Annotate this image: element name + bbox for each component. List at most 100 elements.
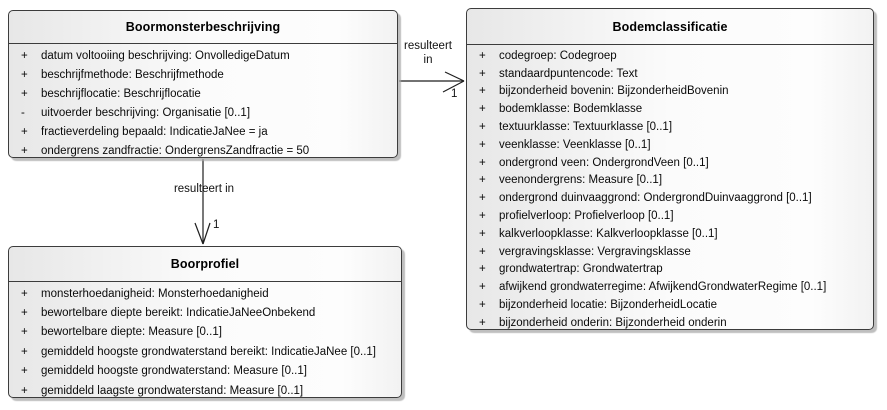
visibility-sign: + — [21, 384, 28, 397]
visibility-sign: + — [479, 316, 486, 329]
visibility-sign: + — [21, 68, 28, 81]
attribute-text: kalkverloopklasse: Kalkverloopklasse [0.… — [499, 227, 718, 240]
attribute-text: ondergrond duinvaaggrond: OndergrondDuin… — [499, 192, 812, 205]
attribute-row[interactable]: + veenklasse: Veenklasse [0..1] — [467, 136, 873, 154]
attribute-text: uitvoerder beschrijving: Organisatie [0.… — [41, 106, 251, 119]
multiplicity-bodemclassificatie: 1 — [451, 88, 458, 100]
class-box-boorprofiel[interactable]: Boorprofiel + monsterhoedanigheid: Monst… — [8, 246, 402, 398]
attribute-row[interactable]: + bijzonderheid onderin: Bijzonderheid o… — [467, 314, 873, 332]
visibility-sign: + — [21, 49, 28, 62]
visibility-sign: + — [21, 307, 28, 320]
association-label-line2: in — [423, 54, 433, 66]
attribute-text: standaardpuntencode: Text — [499, 67, 638, 80]
attribute-text: bijzonderheid bovenin: BijzonderheidBove… — [499, 85, 729, 98]
attribute-row[interactable]: + ondergrond duinvaaggrond: OndergrondDu… — [467, 189, 873, 207]
attribute-text: bodemklasse: Bodemklasse — [499, 103, 643, 116]
attribute-text: grondwatertrap: Grondwatertrap — [499, 263, 663, 276]
class-box-bodemclassificatie[interactable]: Bodemclassificatie + codegroep: Codegroe… — [466, 8, 874, 330]
attribute-row[interactable]: + bijzonderheid bovenin: BijzonderheidBo… — [467, 83, 873, 101]
association-label-line1: resulteert — [404, 40, 452, 52]
attribute-row[interactable]: + gemiddeld laagste grondwaterstand: Mea… — [9, 381, 401, 400]
association-label-resulteert-in-top: resulteert in — [398, 39, 458, 67]
attribute-text: fractieverdeling bepaald: IndicatieJaNee… — [41, 125, 268, 138]
attribute-text: afwijkend grondwaterregime: AfwijkendGro… — [499, 281, 827, 294]
visibility-sign: + — [21, 145, 28, 158]
attribute-text: datum voltooiing beschrijving: Onvolledi… — [41, 49, 290, 62]
visibility-sign: + — [479, 67, 486, 80]
attribute-text: ondergrens zandfractie: OndergrensZandfr… — [41, 145, 310, 158]
attribute-row[interactable]: + fractieverdeling bepaald: IndicatieJaN… — [9, 122, 397, 141]
attribute-text: textuurklasse: Textuurklasse [0..1] — [499, 121, 673, 134]
visibility-sign: + — [479, 49, 486, 62]
attribute-text: bewortelbare diepte bereikt: IndicatieJa… — [41, 307, 316, 320]
attribute-compartment: + codegroep: Codegroep + standaardpunten… — [467, 45, 873, 332]
attribute-row[interactable]: + monsterhoedanigheid: Monsterhoedanighe… — [9, 284, 401, 303]
visibility-sign: + — [479, 156, 486, 169]
visibility-sign: + — [21, 125, 28, 138]
attribute-row[interactable]: - uitvoerder beschrijving: Organisatie [… — [9, 103, 397, 122]
attribute-text: codegroep: Codegroep — [499, 49, 617, 62]
attribute-row[interactable]: + bewortelbare diepte: Measure [0..1] — [9, 323, 401, 342]
multiplicity-boorprofiel: 1 — [213, 219, 220, 231]
attribute-text: gemiddeld laagste grondwaterstand: Measu… — [41, 384, 304, 397]
attribute-row[interactable]: + textuurklasse: Textuurklasse [0..1] — [467, 118, 873, 136]
attribute-text: bijzonderheid onderin: Bijzonderheid ond… — [499, 316, 727, 329]
visibility-sign: + — [21, 365, 28, 378]
visibility-sign: + — [479, 85, 486, 98]
attribute-row[interactable]: + codegroep: Codegroep — [467, 47, 873, 65]
attribute-row[interactable]: + ondergrens zandfractie: OndergrensZand… — [9, 141, 397, 160]
attribute-row[interactable]: + afwijkend grondwaterregime: AfwijkendG… — [467, 278, 873, 296]
visibility-sign: + — [479, 103, 486, 116]
attribute-text: monsterhoedanigheid: Monsterhoedanigheid — [41, 287, 269, 300]
attribute-text: veenondergrens: Measure [0..1] — [499, 174, 663, 187]
attribute-row[interactable]: + bijzonderheid locatie: BijzonderheidLo… — [467, 296, 873, 314]
attribute-text: gemiddeld hoogste grondwaterstand bereik… — [41, 345, 376, 358]
attribute-row[interactable]: + kalkverloopklasse: Kalkverloopklasse [… — [467, 225, 873, 243]
attribute-row[interactable]: + bodemklasse: Bodemklasse — [467, 100, 873, 118]
association-label-resulteert-in-bottom: resulteert in — [173, 183, 235, 195]
attribute-text: veenklasse: Veenklasse [0..1] — [499, 138, 651, 151]
visibility-sign: - — [21, 106, 25, 119]
attribute-compartment: + monsterhoedanigheid: Monsterhoedanighe… — [9, 282, 401, 400]
visibility-sign: + — [479, 210, 486, 223]
attribute-compartment: + datum voltooiing beschrijving: Onvolle… — [9, 44, 397, 161]
attribute-text: beschrijflocatie: Beschrijflocatie — [41, 87, 201, 100]
association-line-resulteert-in-bodemclassificatie[interactable] — [399, 71, 465, 93]
attribute-row[interactable]: + beschrijflocatie: Beschrijflocatie — [9, 84, 397, 103]
attribute-row[interactable]: + vergravingsklasse: Vergravingsklasse — [467, 243, 873, 261]
class-box-boormonsterbeschrijving[interactable]: Boormonsterbeschrijving + datum voltooii… — [8, 10, 398, 158]
attribute-row[interactable]: + gemiddeld hoogste grondwaterstand bere… — [9, 342, 401, 361]
attribute-row[interactable]: + bewortelbare diepte bereikt: Indicatie… — [9, 303, 401, 322]
visibility-sign: + — [479, 174, 486, 187]
attribute-row[interactable]: + standaardpuntencode: Text — [467, 65, 873, 83]
visibility-sign: + — [479, 299, 486, 312]
attribute-text: gemiddeld hoogste grondwaterstand: Measu… — [41, 365, 307, 378]
visibility-sign: + — [21, 287, 28, 300]
attribute-row[interactable]: + profielverloop: Profielverloop [0..1] — [467, 207, 873, 225]
visibility-sign: + — [479, 245, 486, 258]
class-title-boormonsterbeschrijving: Boormonsterbeschrijving — [9, 11, 397, 44]
attribute-text: ondergrond veen: OndergrondVeen [0..1] — [499, 156, 709, 169]
visibility-sign: + — [21, 87, 28, 100]
visibility-sign: + — [21, 345, 28, 358]
visibility-sign: + — [479, 263, 486, 276]
attribute-row[interactable]: + veenondergrens: Measure [0..1] — [467, 172, 873, 190]
attribute-row[interactable]: + datum voltooiing beschrijving: Onvolle… — [9, 46, 397, 65]
attribute-row[interactable]: + beschrijfmethode: Beschrijfmethode — [9, 65, 397, 84]
attribute-text: profielverloop: Profielverloop [0..1] — [499, 210, 674, 223]
visibility-sign: + — [479, 192, 486, 205]
association-line-resulteert-in-boorprofiel[interactable] — [194, 159, 211, 245]
class-title-bodemclassificatie: Bodemclassificatie — [467, 9, 873, 45]
class-title-boorprofiel: Boorprofiel — [9, 247, 401, 282]
attribute-text: vergravingsklasse: Vergravingsklasse — [499, 245, 691, 258]
attribute-row[interactable]: + gemiddeld hoogste grondwaterstand: Mea… — [9, 362, 401, 381]
attribute-row[interactable]: + ondergrond veen: OndergrondVeen [0..1] — [467, 154, 873, 172]
visibility-sign: + — [479, 121, 486, 134]
attribute-text: bewortelbare diepte: Measure [0..1] — [41, 326, 222, 339]
visibility-sign: + — [479, 227, 486, 240]
attribute-text: beschrijfmethode: Beschrijfmethode — [41, 68, 224, 81]
visibility-sign: + — [479, 138, 486, 151]
attribute-row[interactable]: + grondwatertrap: Grondwatertrap — [467, 261, 873, 279]
visibility-sign: + — [21, 326, 28, 339]
